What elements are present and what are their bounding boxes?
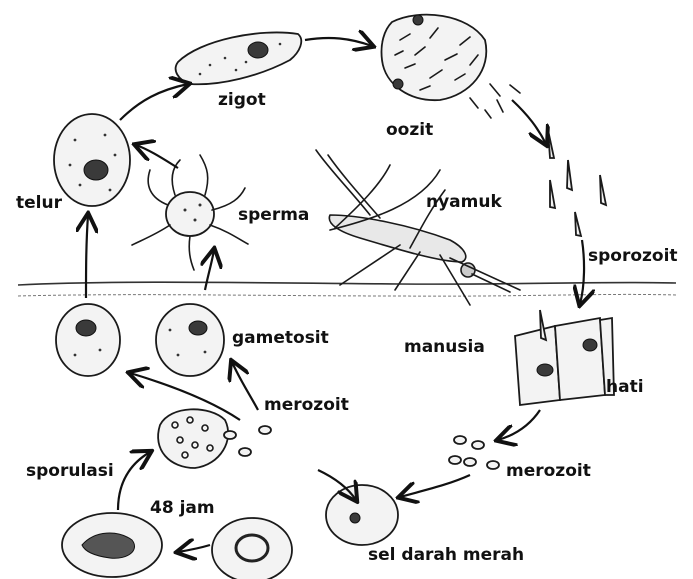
ring-stage-cell bbox=[211, 517, 293, 579]
gametocyte-cell-right bbox=[155, 303, 225, 377]
label-gametosit: gametosit bbox=[232, 328, 329, 348]
label-manusia: manusia bbox=[404, 337, 485, 357]
label-nyamuk: nyamuk bbox=[426, 192, 502, 212]
sporozoite-cluster bbox=[547, 129, 608, 238]
sperm-cell bbox=[131, 154, 249, 271]
label-oozit: oozit bbox=[386, 120, 433, 140]
label-sporulasi: sporulasi bbox=[26, 461, 114, 481]
gametocyte-cell-left bbox=[55, 303, 121, 377]
label-sperma: sperma bbox=[238, 205, 309, 225]
label-merozoit-top: merozoit bbox=[264, 395, 349, 415]
label-hati: hati bbox=[606, 377, 644, 397]
cycle-arrows bbox=[86, 38, 584, 552]
label-48-jam: 48 jam bbox=[150, 498, 215, 518]
schizont-cell-48h bbox=[61, 512, 163, 578]
label-sel-darah-merah: sel darah merah bbox=[368, 545, 524, 565]
released-sporozoites bbox=[469, 83, 521, 119]
merozoite-cluster-right bbox=[448, 435, 500, 470]
schizont-merozoites bbox=[157, 408, 272, 469]
red-blood-cell bbox=[325, 484, 399, 546]
liver-cells bbox=[514, 309, 615, 407]
skin-boundary-line bbox=[17, 281, 677, 297]
zygote-cell bbox=[174, 31, 303, 86]
mosquito bbox=[315, 149, 521, 306]
oocyst-cell bbox=[380, 13, 488, 101]
label-telur: telur bbox=[16, 193, 63, 213]
label-sporozoit: sporozoit bbox=[588, 246, 678, 266]
egg-cell bbox=[53, 113, 131, 207]
label-zigot: zigot bbox=[218, 90, 266, 110]
label-merozoit-right: merozoit bbox=[506, 461, 591, 481]
